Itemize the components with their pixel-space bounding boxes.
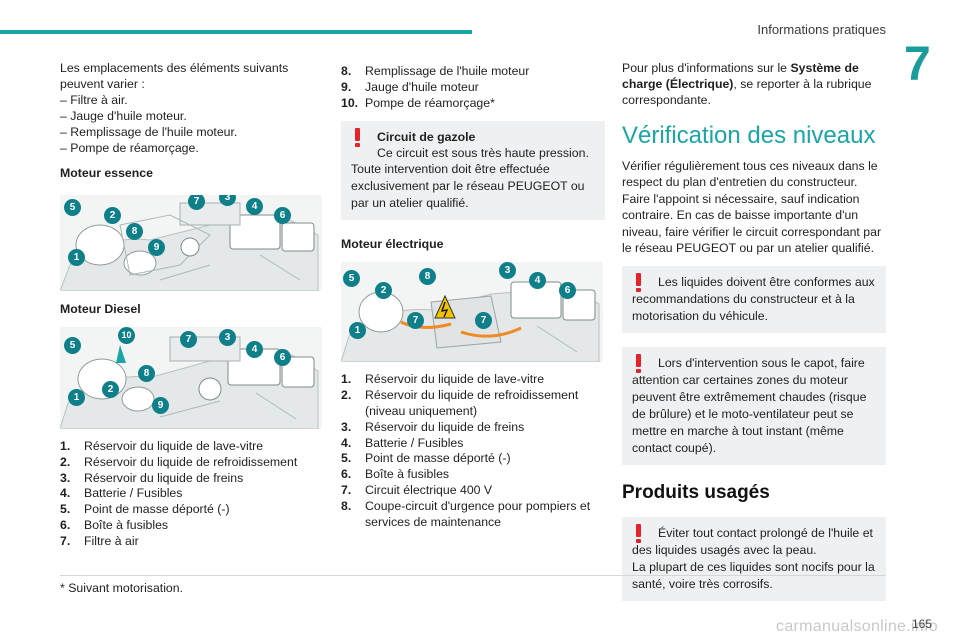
marker-8: 8 bbox=[126, 223, 143, 240]
legend-item: 6.Boîte à fusibles bbox=[341, 467, 450, 482]
legend-item: 3.Réservoir du liquide de freins bbox=[341, 419, 525, 434]
legend-item: 4.Batterie / Fusibles bbox=[341, 435, 464, 450]
hot-engine-warning: Lors d'intervention sous le capot, faire… bbox=[622, 347, 886, 466]
used-products-warning: Éviter tout contact prolongé de l'huile … bbox=[622, 517, 886, 602]
legend-item: 8.Remplissage de l'huile moteur bbox=[341, 64, 530, 78]
legend-item: 5.Point de masse déporté (-) bbox=[60, 502, 230, 517]
variation-item: – Remplissage de l'huile moteur. bbox=[60, 125, 238, 139]
warning-icon bbox=[636, 354, 642, 374]
fluids-warning: Les liquides doivent être conformes aux … bbox=[622, 266, 886, 334]
electric-legend: 1.Réservoir du liquide de lave-vitre 2.R… bbox=[341, 372, 605, 530]
warning-text: Lors d'intervention sous le capot, faire… bbox=[632, 356, 867, 456]
watermark: carmanualsonline.info bbox=[776, 618, 938, 635]
warning-icon bbox=[636, 524, 642, 544]
marker-3: 3 bbox=[499, 262, 516, 280]
column-middle: 8.Remplissage de l'huile moteur 9.Jauge … bbox=[341, 64, 605, 530]
warning-icon bbox=[636, 273, 642, 293]
chapter-number: 7 bbox=[904, 38, 931, 91]
marker-3: 3 bbox=[219, 195, 236, 206]
petrol-engine-illustration: 1 2 3 4 5 6 7 8 9 bbox=[60, 195, 322, 291]
marker-7: 7 bbox=[180, 331, 197, 348]
legend-item: 10.Pompe de réamorçage* bbox=[341, 95, 495, 110]
marker-7: 7 bbox=[188, 195, 205, 210]
legend-item: 9.Jauge d'huile moteur bbox=[341, 79, 479, 94]
warning-line: Ce circuit est sous très haute pression. bbox=[377, 146, 589, 161]
warning-icon bbox=[355, 128, 361, 148]
essence-heading: Moteur essence bbox=[60, 166, 153, 180]
levels-body: Vérifier régulièrement tous ces niveaux … bbox=[622, 159, 882, 256]
column-right: Pour plus d'informations sur le Système … bbox=[622, 60, 886, 602]
legend-item: 1.Réservoir du liquide de lave-vitre bbox=[60, 439, 264, 453]
diesel-engine-illustration: 1 2 3 4 5 6 7 8 9 10 bbox=[60, 327, 322, 429]
marker-2: 2 bbox=[104, 207, 121, 224]
used-products-heading: Produits usagés bbox=[622, 482, 770, 504]
marker-5: 5 bbox=[343, 270, 360, 288]
marker-8: 8 bbox=[138, 365, 155, 382]
electric-heading: Moteur électrique bbox=[341, 237, 444, 252]
column-left: Les emplacements des éléments suivants p… bbox=[60, 60, 322, 550]
marker-10: 10 bbox=[118, 327, 135, 344]
warning-text: Les liquides doivent être conformes aux … bbox=[632, 275, 875, 324]
variation-item: – Jauge d'huile moteur. bbox=[60, 109, 187, 123]
legend-item: 7.Circuit électrique 400 V bbox=[341, 482, 493, 497]
legend-item: 1.Réservoir du liquide de lave-vitre bbox=[341, 372, 545, 387]
intro-text: Les emplacements des éléments suivants p… bbox=[60, 61, 289, 91]
variation-item: – Filtre à air. bbox=[60, 93, 128, 107]
legend-continued: 8.Remplissage de l'huile moteur 9.Jauge … bbox=[341, 64, 605, 111]
marker-1: 1 bbox=[68, 389, 85, 406]
levels-heading: Vérification des niveaux bbox=[622, 122, 876, 149]
marker-5: 5 bbox=[64, 199, 81, 216]
marker-9: 9 bbox=[152, 397, 169, 414]
legend-item: 2.Réservoir du liquide de refroidissemen… bbox=[60, 454, 298, 469]
warning-text: Éviter tout contact prolongé de l'huile … bbox=[632, 526, 873, 558]
marker-7b: 7 bbox=[475, 312, 492, 330]
diesel-legend: 1.Réservoir du liquide de lave-vitre 2.R… bbox=[60, 439, 322, 550]
marker-2: 2 bbox=[375, 282, 392, 300]
marker-6: 6 bbox=[274, 349, 291, 366]
legend-item: 8.Coupe-circuit d'urgence pour pompiers … bbox=[341, 498, 591, 529]
warning-title: Circuit de gazole bbox=[377, 130, 476, 145]
marker-7: 7 bbox=[407, 312, 424, 330]
diesel-heading: Moteur Diesel bbox=[60, 302, 141, 316]
marker-4: 4 bbox=[246, 198, 263, 215]
electric-motor-illustration: 1 2 3 4 5 6 7 7 8 bbox=[341, 262, 603, 363]
warning-body: Toute intervention doit être effectuée e… bbox=[351, 162, 585, 211]
legend-item: 5.Point de masse déporté (-) bbox=[341, 451, 511, 466]
variation-item: – Pompe de réamorçage. bbox=[60, 141, 199, 155]
marker-2: 2 bbox=[102, 381, 119, 398]
warning-body: La plupart de ces liquides sont nocifs p… bbox=[632, 560, 875, 592]
marker-6: 6 bbox=[559, 282, 576, 300]
marker-4: 4 bbox=[529, 272, 546, 290]
header-accent-bar bbox=[0, 30, 472, 34]
legend-item: 6.Boîte à fusibles bbox=[60, 517, 169, 532]
legend-item: 4.Batterie / Fusibles bbox=[60, 486, 183, 501]
page-number: 165 bbox=[911, 617, 932, 631]
marker-9: 9 bbox=[148, 239, 165, 256]
footnote: * Suivant motorisation. bbox=[60, 581, 184, 595]
electric-motor-drawing bbox=[341, 262, 603, 363]
marker-5: 5 bbox=[64, 337, 81, 354]
marker-6: 6 bbox=[274, 207, 291, 224]
marker-1: 1 bbox=[349, 322, 366, 340]
marker-4: 4 bbox=[246, 341, 263, 358]
section-title: Informations pratiques bbox=[757, 22, 886, 37]
legend-item: 7.Filtre à air bbox=[60, 533, 139, 548]
legend-item: 3.Réservoir du liquide de freins bbox=[60, 470, 244, 485]
charging-reference: Pour plus d'informations sur le Système … bbox=[622, 61, 872, 107]
marker-8: 8 bbox=[419, 268, 436, 286]
diesel-circuit-warning: Circuit de gazole Ce circuit est sous tr… bbox=[341, 121, 605, 221]
footnote-divider bbox=[60, 575, 886, 576]
legend-item: 2.Réservoir du liquide de refroidissemen… bbox=[341, 388, 579, 418]
marker-3: 3 bbox=[219, 329, 236, 346]
marker-1: 1 bbox=[68, 249, 85, 266]
